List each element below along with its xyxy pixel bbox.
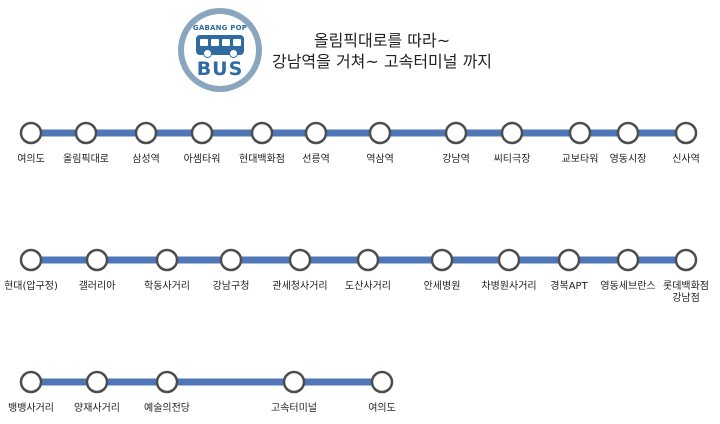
station-marker[interactable] <box>85 248 109 272</box>
station-marker[interactable] <box>444 121 468 145</box>
station-marker[interactable] <box>568 121 592 145</box>
bus-window <box>200 39 208 46</box>
station-label: 현대백화점 <box>239 153 285 165</box>
station-marker[interactable] <box>134 121 158 145</box>
station-label: 영동시장 <box>610 153 647 165</box>
route-row-1: 여의도 올림픽대로 삼성역 아셈타워 현대백화점 선릉역 역삼역 강남역 씨티극장 교보타워 영동시… <box>17 121 700 165</box>
station-label: 예술의전당 <box>144 402 190 414</box>
station-label: 학동사거리 <box>144 280 190 292</box>
station-label: 뱅뱅사거리 <box>8 402 54 414</box>
station-label: 교보타워 <box>562 152 599 165</box>
station-marker[interactable] <box>250 121 274 145</box>
station-label: 삼성역 <box>132 153 160 165</box>
station-marker[interactable] <box>674 248 698 272</box>
bus-icon <box>196 35 244 58</box>
station-marker[interactable] <box>219 248 243 272</box>
station-label: 갤러리아 <box>79 280 116 292</box>
logo-brand: GABANG POP <box>192 24 248 32</box>
station-marker[interactable] <box>19 370 43 394</box>
bus-window <box>233 39 241 46</box>
station-label: 현대(압구정) <box>4 279 58 292</box>
station-label: 올림픽대로 <box>63 153 109 165</box>
station-marker[interactable] <box>368 121 392 145</box>
station-marker[interactable] <box>430 248 454 272</box>
station-label: 도산사거리 <box>345 280 391 292</box>
station-marker[interactable] <box>497 248 521 272</box>
station-marker[interactable] <box>288 248 312 272</box>
station-label: 역삼역 <box>366 153 394 165</box>
station-marker[interactable] <box>155 370 179 394</box>
station-marker[interactable] <box>616 248 640 272</box>
heading-line-1: 올림픽대로를 따라~ <box>313 31 451 50</box>
station-label: 신사역 <box>672 153 700 165</box>
station-marker[interactable] <box>500 121 524 145</box>
station-label: 강남구청 <box>213 280 250 292</box>
station-label: 차병원사거리 <box>481 280 536 292</box>
station-marker[interactable] <box>356 248 380 272</box>
station-marker[interactable] <box>19 121 43 145</box>
station-label: 씨티극장 <box>494 153 531 165</box>
station-marker[interactable] <box>370 370 394 394</box>
station-marker[interactable] <box>674 121 698 145</box>
station-marker[interactable] <box>74 121 98 145</box>
bus-window <box>222 39 230 46</box>
logo-inner: GABANG POP BUS <box>184 14 256 86</box>
heading-line-2: 강남역을 거쳐~ 고속터미널 까지 <box>271 52 493 71</box>
route-heading: 올림픽대로를 따라~ 강남역을 거쳐~ 고속터미널 까지 <box>262 30 502 72</box>
station-label: 여의도 <box>368 402 396 414</box>
station-label: 고속터미널 <box>271 402 317 414</box>
bus-wheel <box>229 49 238 58</box>
station-label: 여의도 <box>17 153 45 165</box>
logo-word: BUS <box>196 58 244 80</box>
station-marker[interactable] <box>616 121 640 145</box>
bus-wheel <box>203 49 212 58</box>
station-label: 안세병원 <box>424 280 461 292</box>
station-marker[interactable] <box>190 121 214 145</box>
station-label: 경복APT <box>550 279 588 292</box>
station-label: 영동세브란스 <box>600 280 655 292</box>
station-label: 양재사거리 <box>74 402 120 414</box>
station-marker[interactable] <box>85 370 109 394</box>
bus-window <box>211 39 219 46</box>
station-marker[interactable] <box>19 248 43 272</box>
station-label: 관세청사거리 <box>272 280 327 292</box>
station-marker[interactable] <box>155 248 179 272</box>
station-label: 선릉역 <box>302 153 330 165</box>
station-marker[interactable] <box>304 121 328 145</box>
logo: GABANG POP BUS <box>178 8 262 92</box>
station-label: 강남역 <box>442 153 470 165</box>
route-row-2: 현대(압구정) 갤러리아 학동사거리 강남구청 관세청사거리 도산사거리 안세병원 차병원사거… <box>4 248 709 304</box>
station-label: 아셈타워 <box>184 152 221 165</box>
station-marker[interactable] <box>282 370 306 394</box>
station-marker[interactable] <box>557 248 581 272</box>
route-row-3: 뱅뱅사거리 양재사거리 예술의전당 고속터미널 여의도 <box>8 370 396 414</box>
